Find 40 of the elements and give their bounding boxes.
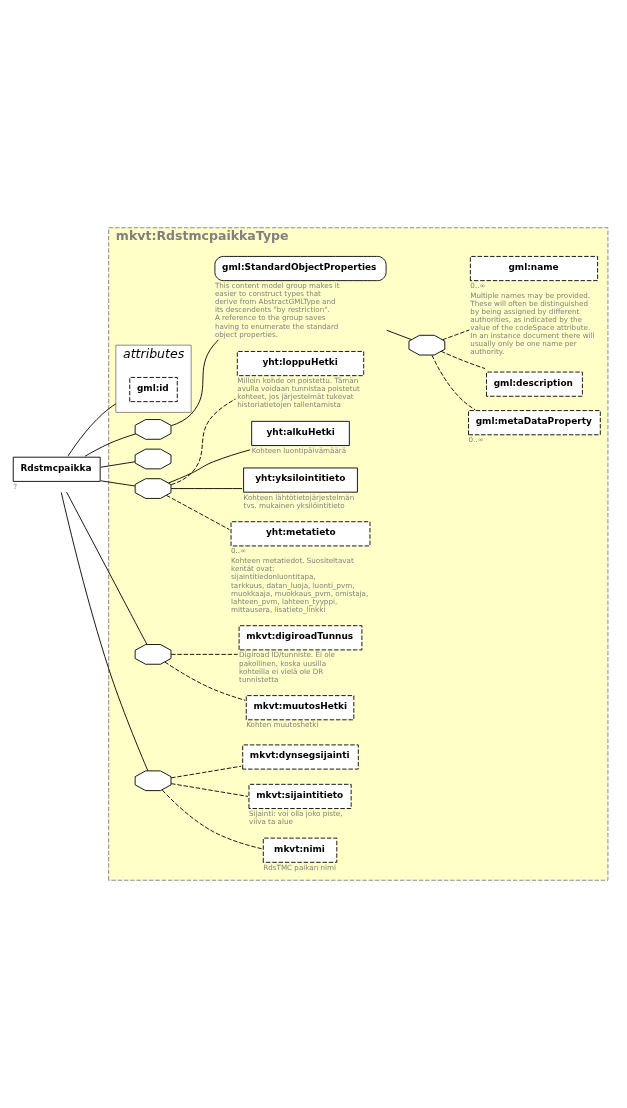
node-label: 0..∞ <box>468 435 484 445</box>
node-label: Milloin kohde on poistettu. Tämän avulla voidaan tunnistaa poistetut kohteet, jos järjestelmät tukevat historiatietojen tallentamista <box>237 376 360 410</box>
connector <box>60 491 149 772</box>
connector <box>66 491 148 645</box>
connector <box>170 653 238 655</box>
node-label: Kohteen lähtötietojärjestelmän tvs. mukainen yksilöintitieto <box>243 492 355 510</box>
connector <box>442 329 470 341</box>
node-label: 0..∞ <box>470 281 486 291</box>
connector <box>440 350 486 370</box>
node-label: Sijainti: voi olla joko piste, viiva ta alue <box>248 809 343 827</box>
node-octagon <box>134 419 172 440</box>
node-label: RdsTMC paikan nimi <box>263 862 336 872</box>
node-label: Kohten muutoshetki <box>246 720 319 730</box>
node-label: ? <box>13 481 18 491</box>
node-octagon <box>134 478 172 499</box>
connector <box>170 488 243 489</box>
node-label: Kohteen metatiedot. Suositeltavat kentät ovat: sijaintitiedonluontitapa, tarkkuus, datan_luoja, luonti_pvm, muokkaaja, muokkaus_pvm, omistaja, lahteen_pvm, lahteen_tyyppi, mittausera, lisatieto_linkki <box>231 556 369 614</box>
node-label: This content model group makes it easier to construct types that derive from AbstractGMLType and its descendents "by restriction". A reference to the group saves having to enumerate the standard object properties. <box>214 281 340 339</box>
node-label: Multiple names may be provided. These will often be distinguished by being assigned by different authorities, as indicated by the value of the codeSpace attribute. In an instance document there will usually only be one name per authority. <box>470 291 595 357</box>
node-label: Kohteen luontipäivämäärä <box>251 446 347 456</box>
node-octagon <box>408 334 446 356</box>
connector <box>165 494 230 530</box>
node-octagon <box>134 770 172 792</box>
connector <box>100 480 136 487</box>
connector <box>168 449 251 484</box>
connector <box>161 789 263 850</box>
connector <box>170 398 237 486</box>
connector <box>164 661 246 701</box>
connector <box>67 403 117 457</box>
connector <box>100 461 136 468</box>
node-octagon <box>134 644 172 665</box>
connector <box>386 329 412 341</box>
node-label: 0..∞ <box>231 546 247 556</box>
connector <box>84 433 137 457</box>
node-label: Digiroad ID/tunniste. Ei ole pakollinen, koska uusilla kohteilla ei vielä ole DR tunnistetta <box>239 650 335 684</box>
connector <box>170 783 249 797</box>
connector <box>170 765 242 779</box>
node-octagon <box>134 448 172 470</box>
connector <box>431 354 476 411</box>
connector <box>170 339 219 427</box>
